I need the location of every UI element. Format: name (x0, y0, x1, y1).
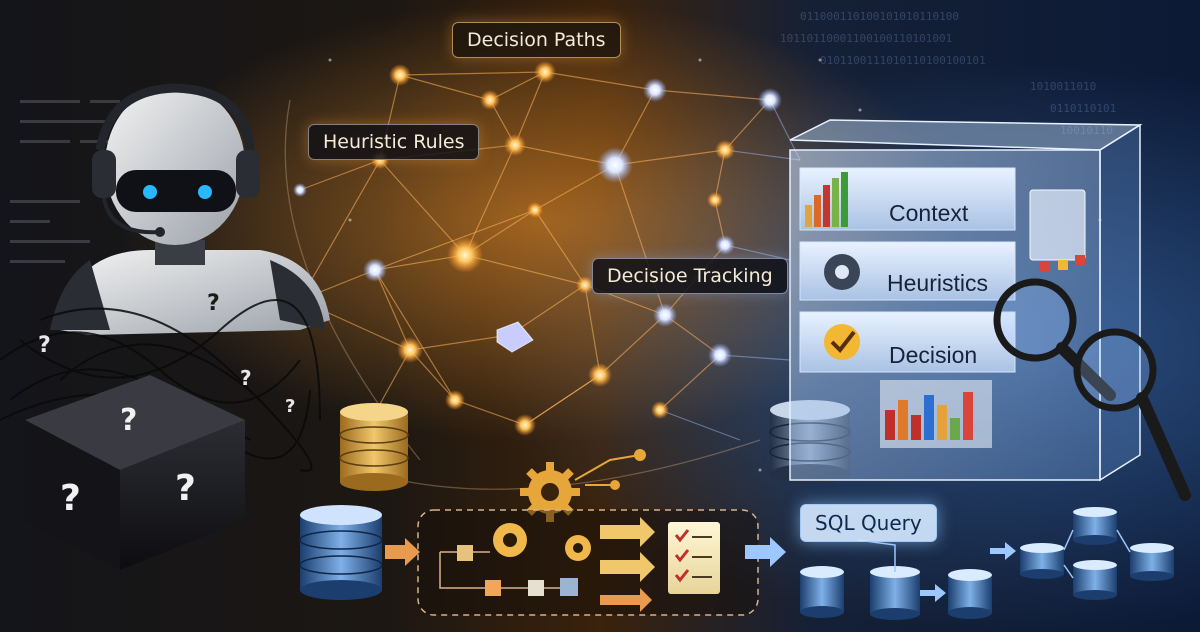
svg-text:011000110100101010110100: 011000110100101010110100 (800, 10, 959, 23)
svg-text:?: ? (175, 468, 196, 509)
svg-text:?: ? (38, 333, 51, 358)
svg-text:?: ? (207, 291, 220, 316)
svg-text:?: ? (120, 403, 137, 438)
panel-context-label: Context (889, 200, 969, 226)
heuristic-rules-label: Heuristic Rules (308, 124, 480, 160)
decision-tracking-label: Decisioe Tracking (592, 258, 788, 294)
panel-decision-label: Decision (889, 342, 978, 368)
svg-text:?: ? (240, 366, 252, 390)
svg-text:0101100111010110100100101: 0101100111010110100100101 (820, 54, 986, 67)
svg-text:10110110001100100110101001: 10110110001100100110101001 (780, 32, 952, 45)
svg-text:0110110101: 0110110101 (1050, 102, 1116, 115)
svg-text:?: ? (60, 478, 81, 519)
svg-text:1010011010: 1010011010 (1030, 80, 1096, 93)
svg-text:10010110: 10010110 (1060, 124, 1113, 137)
decision-paths-label: Decision Paths (452, 22, 621, 58)
svg-text:?: ? (285, 396, 295, 417)
panel-heuristics-label: Heuristics (887, 270, 988, 296)
sql-query-label: SQL Query (800, 504, 937, 542)
